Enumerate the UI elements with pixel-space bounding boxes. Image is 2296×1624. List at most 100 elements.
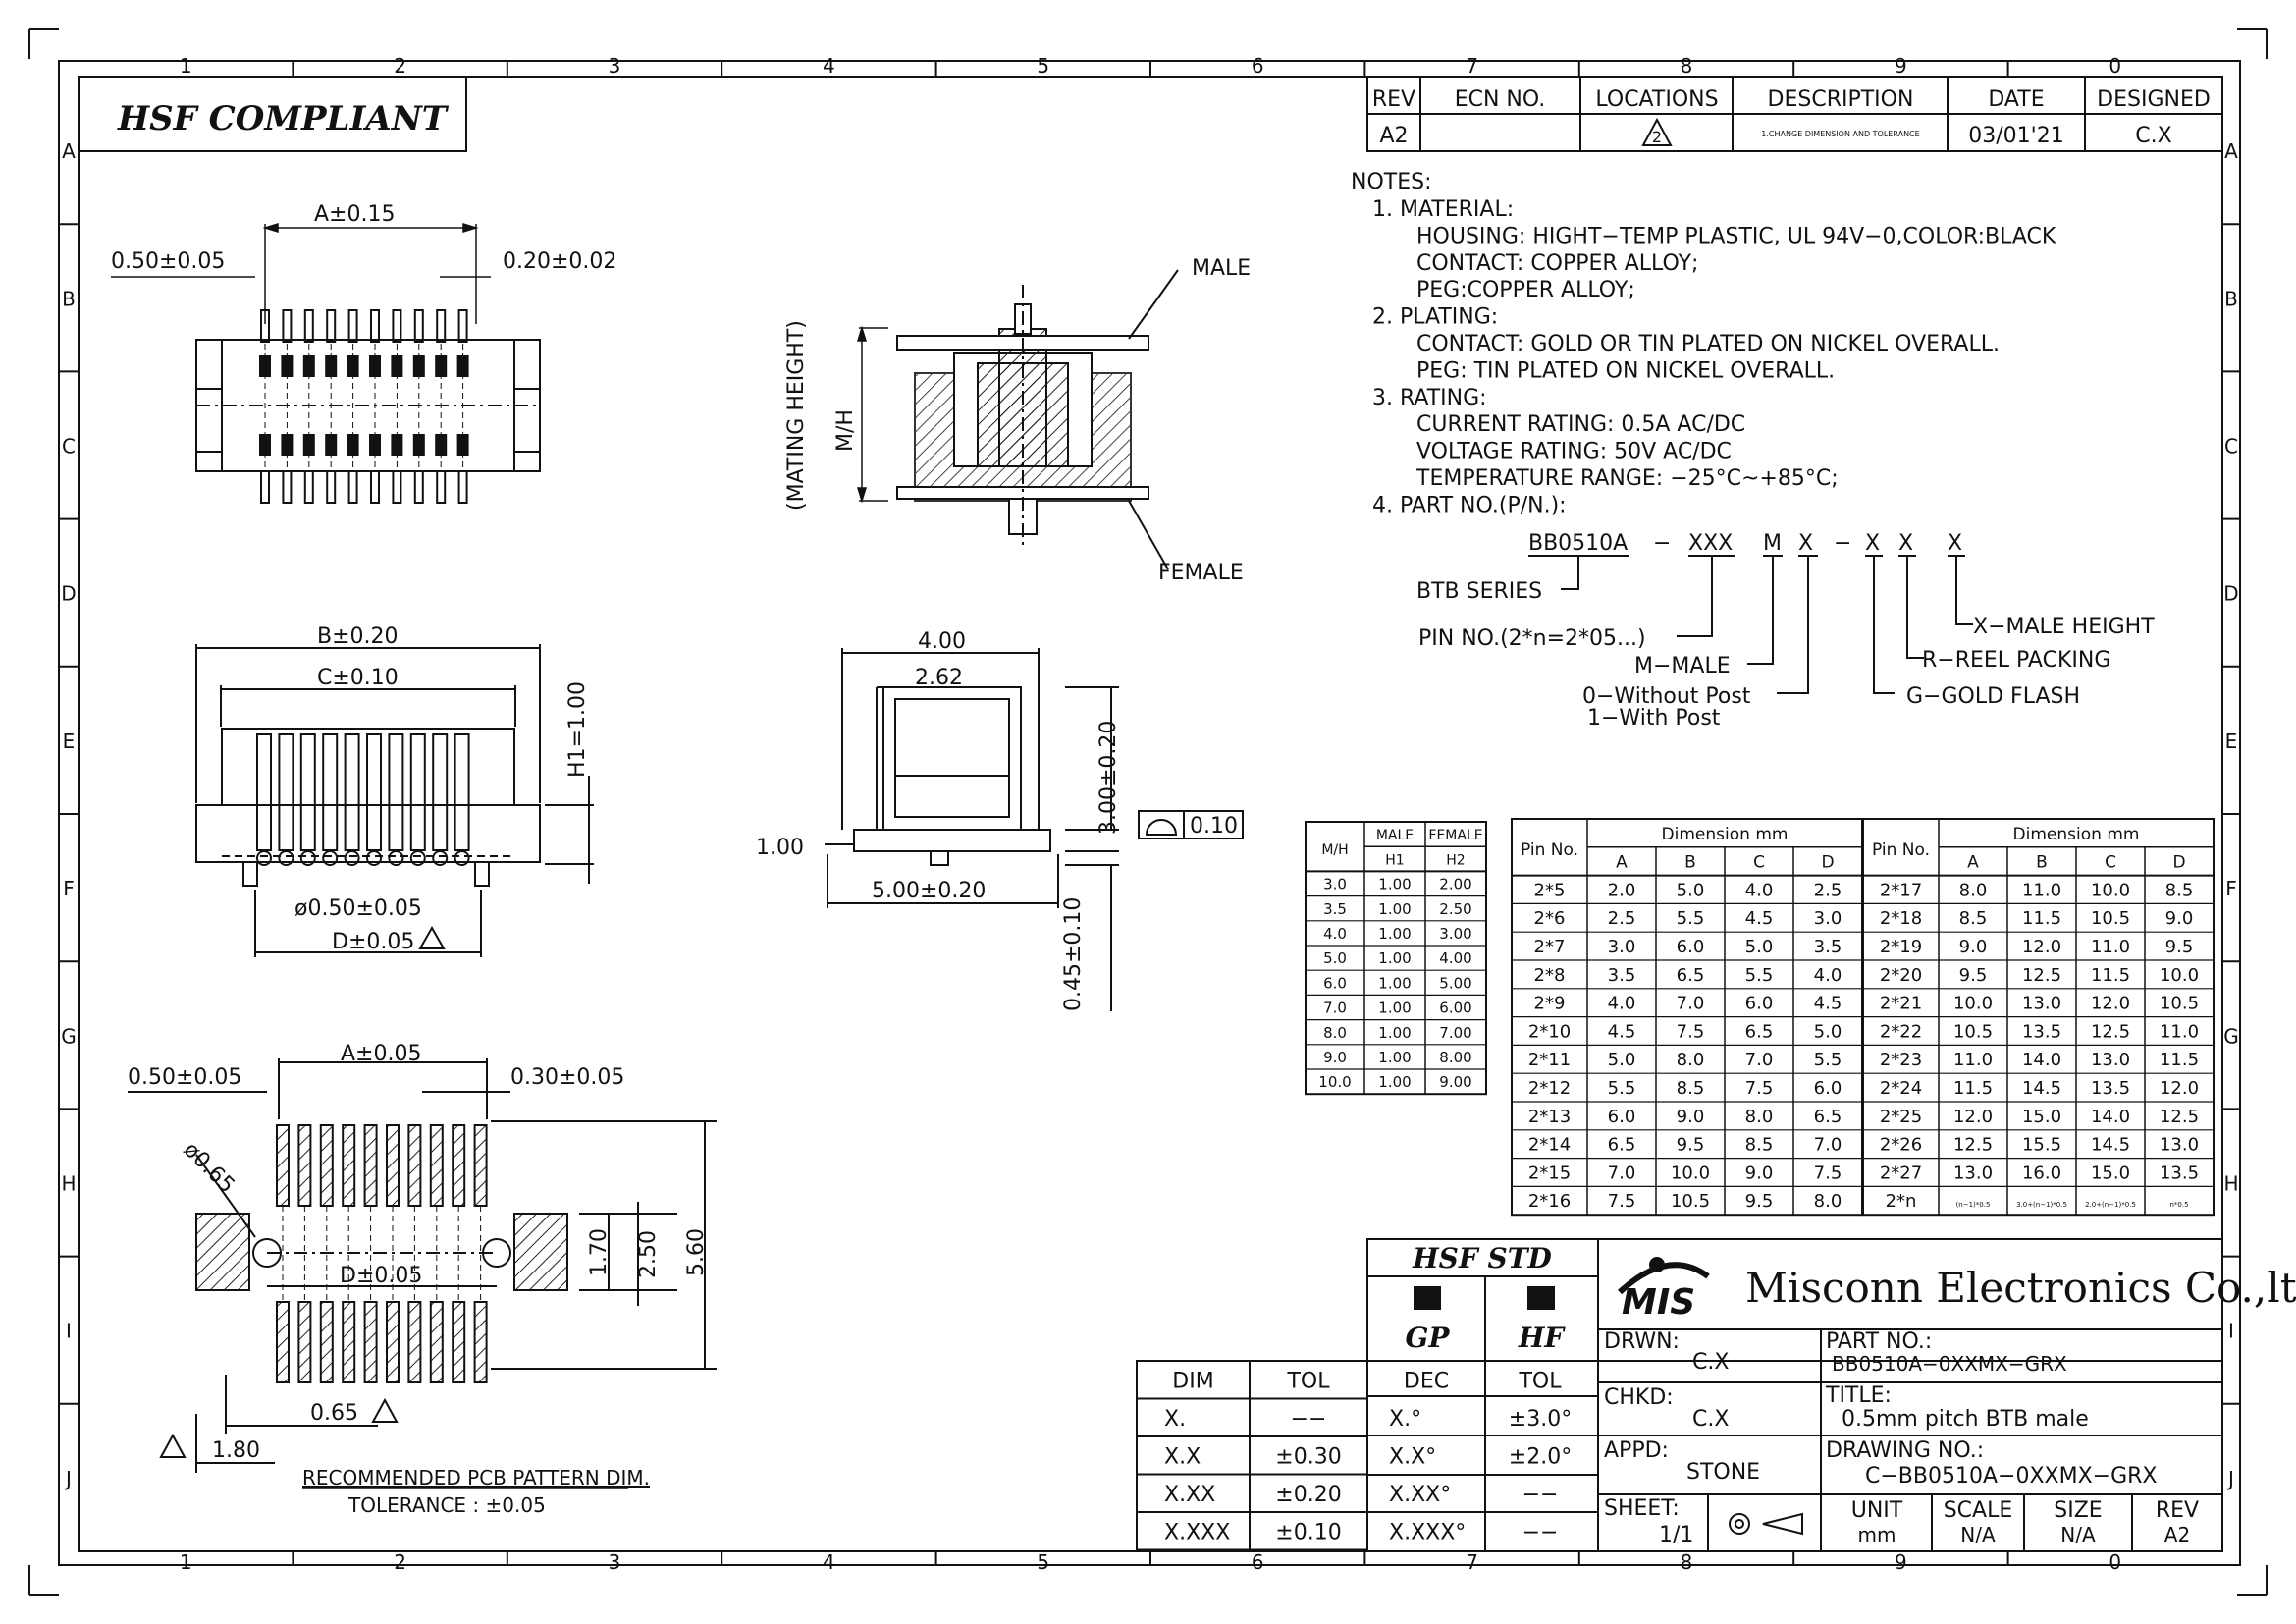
pn-reel-label: R−REEL PACKING <box>1922 648 2110 673</box>
dim-table-cell: 8.0 <box>1745 1107 1774 1127</box>
dim-table-col-header: A <box>1616 853 1628 873</box>
dim-table-cell: 7.0 <box>1814 1135 1842 1156</box>
column-label-bottom: 2 <box>394 1550 406 1574</box>
dim-table-cell: 2*8 <box>1534 965 1566 986</box>
pcb-width-dim: 0.30±0.05 <box>510 1065 624 1090</box>
dim-table-cell: 9.0 <box>1959 937 1988 957</box>
row-label-left: D <box>61 582 76 606</box>
dim-table-cell: 9.0 <box>1677 1107 1705 1127</box>
pcb-pad-upper <box>386 1124 400 1207</box>
dim-table-cell: 16.0 <box>2022 1163 2061 1183</box>
dim-table-cell: 2.5 <box>1608 908 1636 929</box>
column-label-bottom: 3 <box>609 1550 621 1574</box>
dim-table-col-header: C <box>2105 853 2116 873</box>
pcb-pad-lower <box>452 1301 466 1383</box>
size-label: SIZE <box>2054 1498 2102 1523</box>
dim-table-cell: 7.0 <box>1608 1163 1636 1183</box>
dim-table-title: Dimension mm <box>2013 825 2140 844</box>
tol-dim-cell: X.X <box>1164 1445 1201 1470</box>
dim-table-cell: 10.0 <box>2091 880 2130 900</box>
hsf-dec-cell: X.° <box>1389 1407 1421 1432</box>
mh-cell: 8.0 <box>1323 1024 1347 1042</box>
top-pin-upper <box>413 309 424 343</box>
tol-header-tol: TOL <box>1286 1370 1330 1394</box>
dim-table-cell: 2*14 <box>1528 1135 1571 1156</box>
mh-cell: 7.00 <box>1439 1024 1471 1042</box>
side-pin-foot <box>388 850 404 866</box>
mh-cell: 2.00 <box>1439 876 1471 893</box>
column-label-top: 8 <box>1681 54 1693 78</box>
location-value: 2 <box>1652 128 1662 146</box>
side-pin-foot <box>366 850 382 866</box>
dim-table-cell: 6.5 <box>1814 1107 1842 1127</box>
dim-table-cell: 2*20 <box>1880 965 1922 986</box>
row-label-right: I <box>2228 1320 2234 1343</box>
top-pin-lower <box>413 470 424 504</box>
dim-table-cell: 15.0 <box>2022 1107 2061 1127</box>
side-pin <box>409 733 426 851</box>
dim-table-col-header: A <box>1967 853 1979 873</box>
revision-table <box>1366 76 2223 152</box>
pcb-pad-lower <box>297 1301 312 1383</box>
pcb-pad-lower <box>276 1301 290 1383</box>
dim-table-cell: 3.5 <box>1814 937 1842 957</box>
pcb-pad-lower <box>386 1301 400 1383</box>
mh-sub-h1: H1 <box>1385 852 1404 868</box>
mating-height-label: (MATING HEIGHT) <box>784 320 809 511</box>
dim-table-cell: 15.0 <box>2091 1163 2130 1183</box>
pn-code-6: X <box>1865 531 1880 556</box>
dim-table-cell: 2.0 <box>1608 880 1636 900</box>
pcb-pad-lower <box>363 1301 378 1383</box>
side-pin <box>278 733 294 851</box>
row-label-left: G <box>61 1024 77 1048</box>
dim-table-cell: 7.0 <box>1745 1050 1774 1070</box>
male-label: MALE <box>1192 256 1251 281</box>
row-label-right: A <box>2224 139 2238 163</box>
note-line: TEMPERATURE RANGE: −25°C~+85°C; <box>1415 466 1839 491</box>
hf-square-icon <box>1527 1286 1555 1310</box>
mh-cell: 8.00 <box>1439 1049 1471 1066</box>
dim-table-cell: 11.0 <box>2022 880 2061 900</box>
pcb-h3-dim: 5.60 <box>684 1228 709 1276</box>
dim-table-cell: 4.0 <box>1745 880 1774 900</box>
dim-table-cell: 9.5 <box>1677 1135 1705 1156</box>
dim-table-cell: 12.5 <box>1953 1135 1993 1156</box>
ecn-header: ECN NO. <box>1455 87 1546 112</box>
dim-table-cell: 6.0 <box>1745 994 1774 1014</box>
row-label-left: B <box>62 287 76 310</box>
dim-table-cell: 11.5 <box>2091 965 2130 986</box>
side-pin-foot <box>256 850 272 866</box>
note-line: 2. PLATING: <box>1372 305 1498 330</box>
top-pin-lower <box>457 470 468 504</box>
dim-table-cell: 2*12 <box>1528 1078 1571 1099</box>
dim-table-col-header: B <box>2036 853 2048 873</box>
dim-table-cell: 6.5 <box>1608 1135 1636 1156</box>
drawing-label: DRAWING NO.: <box>1826 1438 1984 1463</box>
top-pin-upper <box>436 309 447 343</box>
pcb-pitch2-dim: 0.65 <box>310 1401 358 1426</box>
pcb-offset-dim: 1.80 <box>212 1438 260 1463</box>
mh-cell: 10.0 <box>1318 1073 1351 1091</box>
row-label-left: C <box>62 435 76 459</box>
locations-header: LOCATIONS <box>1595 87 1718 112</box>
pn-gold-label: G−GOLD FLASH <box>1906 684 2080 709</box>
dim-table-cell: 5.5 <box>1745 965 1774 986</box>
row-label-right: J <box>2226 1467 2234 1490</box>
mh-table-frame <box>1305 821 1487 1096</box>
pcb-a-dim: A±0.05 <box>341 1042 421 1066</box>
title-label: TITLE: <box>1825 1383 1892 1408</box>
dim-table-cell: 2*25 <box>1880 1107 1922 1127</box>
dim-table-cell: 14.0 <box>2022 1050 2061 1070</box>
hsf-tol-cell: −− <box>1522 1521 1559 1545</box>
column-label-bottom: 9 <box>1895 1550 1907 1574</box>
dim-table-cell: 12.5 <box>2022 965 2061 986</box>
dim-table-cell: 5.5 <box>1608 1078 1636 1099</box>
side-b-dim: B±0.20 <box>317 624 399 649</box>
dim-table-cell: 13.5 <box>2160 1163 2199 1183</box>
mh-header-mh: M/H <box>1321 842 1348 858</box>
mh-cell: 4.0 <box>1323 925 1347 943</box>
row-label-right: B <box>2224 287 2238 310</box>
hsf-dec-cell: X.X° <box>1389 1445 1436 1470</box>
